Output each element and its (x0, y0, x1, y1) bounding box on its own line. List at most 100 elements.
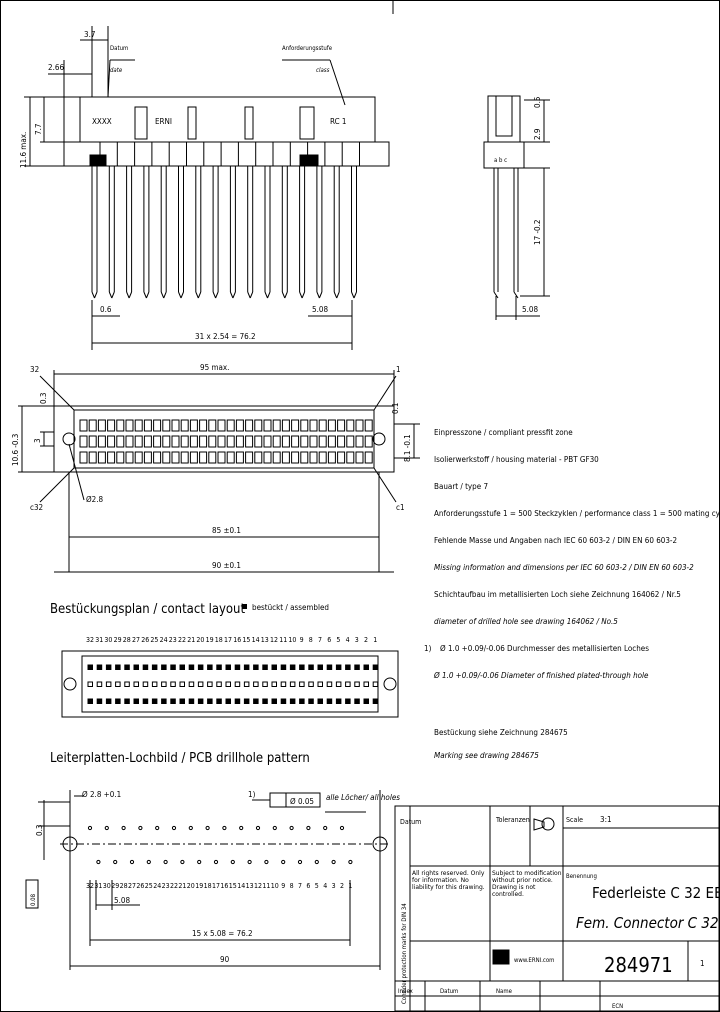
layout-contact (243, 681, 250, 687)
contact-cell (189, 435, 198, 448)
contact-cell (300, 419, 309, 432)
pcb-hole (197, 859, 202, 865)
pin-tip (301, 291, 306, 299)
contact-number: 15 (242, 636, 250, 644)
dim-label: 0.5 (533, 97, 542, 108)
layout-contact (197, 681, 204, 687)
contact-cell (346, 419, 355, 432)
layout-contact (188, 698, 195, 704)
contact-number: 8 (309, 636, 313, 644)
contact-cell (217, 419, 226, 432)
pcb-hole (155, 825, 160, 831)
pcb-hole (171, 825, 177, 831)
note-line: Fehlende Masse und Angaben nach IEC 60 6… (434, 536, 677, 545)
note-line: Schichtaufbau im metallisierten Loch sie… (434, 590, 681, 599)
contact-cell (199, 435, 208, 448)
end-body (487, 95, 521, 143)
pcb-hole (230, 859, 235, 865)
contact-number: 23 (169, 636, 177, 644)
pcb-hole (96, 859, 101, 865)
contact-number: 27 (132, 636, 140, 644)
pcb-hole (138, 825, 143, 831)
contact-number: 28 (123, 636, 131, 644)
pcb-hole (129, 859, 135, 865)
row-letters: a b c (494, 157, 507, 164)
layout-contact (363, 698, 369, 704)
tb-side-note: Consider protection marks for DIN 34 (401, 903, 408, 1004)
layout-contact (124, 681, 130, 687)
pcb-hole (281, 859, 286, 865)
layout-contact (179, 681, 185, 687)
contact-number: 14 (252, 636, 260, 644)
contact-cell (107, 451, 116, 464)
pin-tip (143, 291, 147, 299)
contact-number: 3 (355, 636, 359, 644)
hole-number: 7 (298, 882, 302, 890)
tb-company: www.ERNI.com (514, 957, 554, 964)
hole-number: 14 (237, 882, 245, 890)
contact-cell (327, 451, 336, 464)
layout-contact (262, 681, 268, 687)
tb-footer-name: Name (496, 988, 513, 995)
contact-cell (272, 419, 281, 432)
pin-tip (232, 291, 236, 299)
contact-cell (116, 419, 125, 432)
pcb-hole (264, 859, 269, 865)
contact-cell (355, 435, 364, 448)
pin-tip (91, 291, 95, 299)
layout-hole-right (383, 677, 397, 691)
contact-cell (272, 435, 281, 448)
contact-cell (281, 435, 290, 448)
contact-cell (153, 435, 162, 448)
dim-label: Ø 0.05 (290, 796, 314, 806)
dim-label: c1 (396, 503, 405, 512)
layout-contact (179, 664, 185, 670)
contact-cell (116, 451, 125, 464)
dim-label: 90 ±0.1 (212, 561, 241, 570)
layout-contact (105, 681, 112, 687)
contact-cell (153, 419, 162, 432)
contact-cell (235, 435, 244, 448)
leader (68, 443, 85, 501)
layout-contact (253, 681, 259, 687)
dim-label: 0.08 (30, 893, 37, 906)
end-pin-tip (493, 291, 499, 299)
layout-contact (299, 698, 305, 704)
pcb-hole (272, 825, 277, 831)
pin-tip (178, 291, 182, 299)
pin-tip (336, 291, 340, 299)
contact-cell (88, 435, 97, 448)
hole-number: 11 (262, 882, 270, 890)
hole-number: 24 (153, 882, 161, 890)
contact-cell (125, 451, 134, 464)
layout-contact (317, 681, 323, 687)
contact-cell (346, 451, 355, 464)
contact-cell (272, 451, 281, 464)
pcb-hole (247, 859, 252, 865)
layout-contact (105, 664, 112, 670)
note-line: Isolierwerkstoff / housing material - PB… (434, 455, 599, 464)
pin-tip (316, 291, 320, 299)
dim-label: 90 (220, 955, 230, 964)
contact-cell (245, 435, 254, 448)
body-window-left (134, 106, 148, 140)
contact-number: 7 (318, 636, 322, 644)
dim-label: 2.66 (48, 63, 64, 72)
pcb-hole (289, 825, 294, 831)
contact-cell (171, 435, 180, 448)
pin-tip (197, 291, 202, 299)
tb-rights-wrap: All rights reserved. Only for informatio… (412, 870, 485, 891)
contact-number: 25 (150, 636, 158, 644)
pcb-hole (205, 825, 210, 831)
layout-contact (225, 698, 231, 704)
hole-number: 1 (348, 882, 352, 890)
contact-cell (208, 451, 217, 464)
layout-contact (151, 681, 158, 687)
note-line: diameter of drilled hole see drawing 164… (434, 617, 618, 626)
dim-label: 15 x 5.08 = 76.2 (192, 929, 253, 938)
tb-part-number: 284971 (604, 953, 673, 977)
contact-cell (226, 419, 235, 432)
tb-tolerances: Toleranzen (495, 816, 530, 824)
layout-contact (326, 698, 333, 704)
body-window-mid (187, 106, 197, 140)
